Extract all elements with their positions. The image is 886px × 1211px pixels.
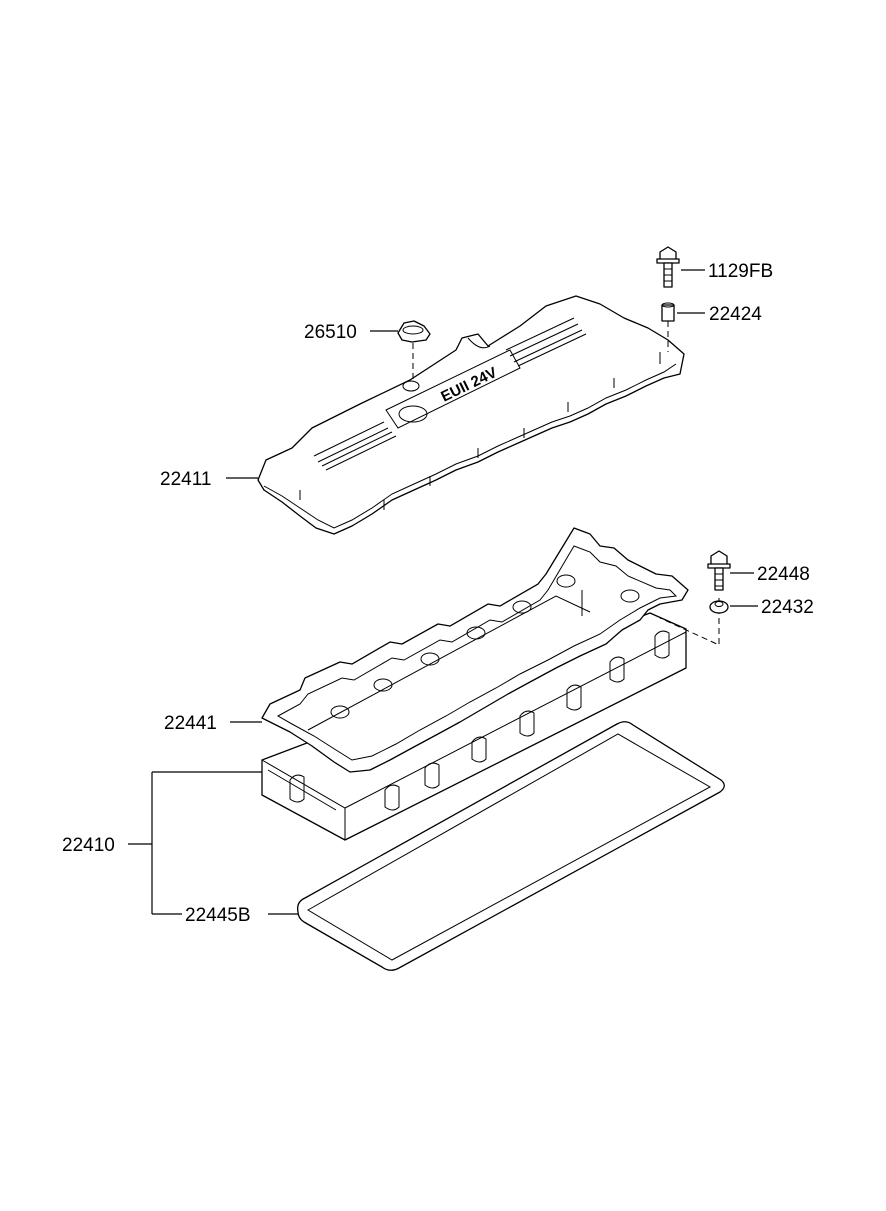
label-1129fb: 1129FB [708, 261, 773, 282]
cover-fins-right [505, 317, 587, 367]
cover-fins-left [313, 421, 397, 471]
washer-22432 [709, 600, 729, 614]
label-22410: 22410 [62, 835, 115, 856]
label-26510: 26510 [304, 322, 357, 343]
label-22441: 22441 [164, 713, 217, 734]
label-22448: 22448 [757, 564, 810, 585]
housing-bosses [289, 630, 670, 811]
gasket-holes [330, 574, 640, 719]
brand-logo-icon [398, 405, 428, 423]
bolt-22448 [707, 550, 731, 591]
oil-filler-port [402, 380, 420, 392]
bolt-1129fb [656, 246, 680, 288]
label-22432: 22432 [761, 597, 814, 618]
leader-lines [128, 269, 758, 915]
label-22445b: 22445B [185, 905, 251, 926]
collar-22424 [661, 302, 675, 352]
fastener-dashed-line [659, 598, 720, 646]
label-22411: 22411 [160, 469, 211, 490]
cover-emblem-panel [385, 349, 521, 429]
oil-cap-26510 [397, 320, 431, 380]
rocker-cover-22411: EUII 24V [257, 295, 685, 535]
bottom-gasket-22445b [297, 721, 725, 971]
gasket-plate-22441 [261, 527, 689, 773]
label-22424: 22424 [709, 304, 762, 325]
lower-housing [261, 612, 687, 841]
